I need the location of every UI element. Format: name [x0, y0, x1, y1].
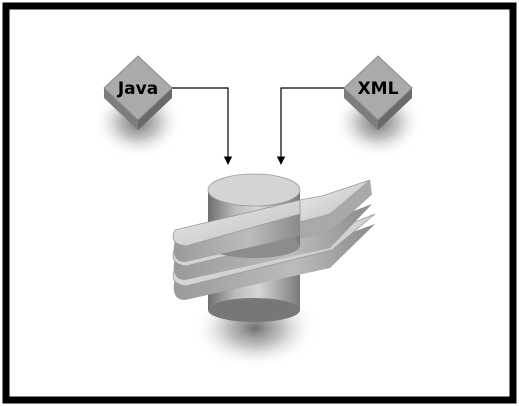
database-cylinder-with-layers-icon	[172, 173, 376, 368]
xml-node: XML	[334, 55, 422, 158]
java-diamond-icon	[103, 55, 173, 130]
xml-to-center-arrow	[276, 87, 344, 165]
xml-diamond-icon	[343, 55, 413, 130]
xml-label: XML	[358, 79, 399, 99]
java-label: Java	[117, 79, 158, 99]
java-to-center-arrow	[172, 87, 233, 165]
layer-top	[172, 179, 372, 262]
java-node: Java	[94, 55, 182, 158]
